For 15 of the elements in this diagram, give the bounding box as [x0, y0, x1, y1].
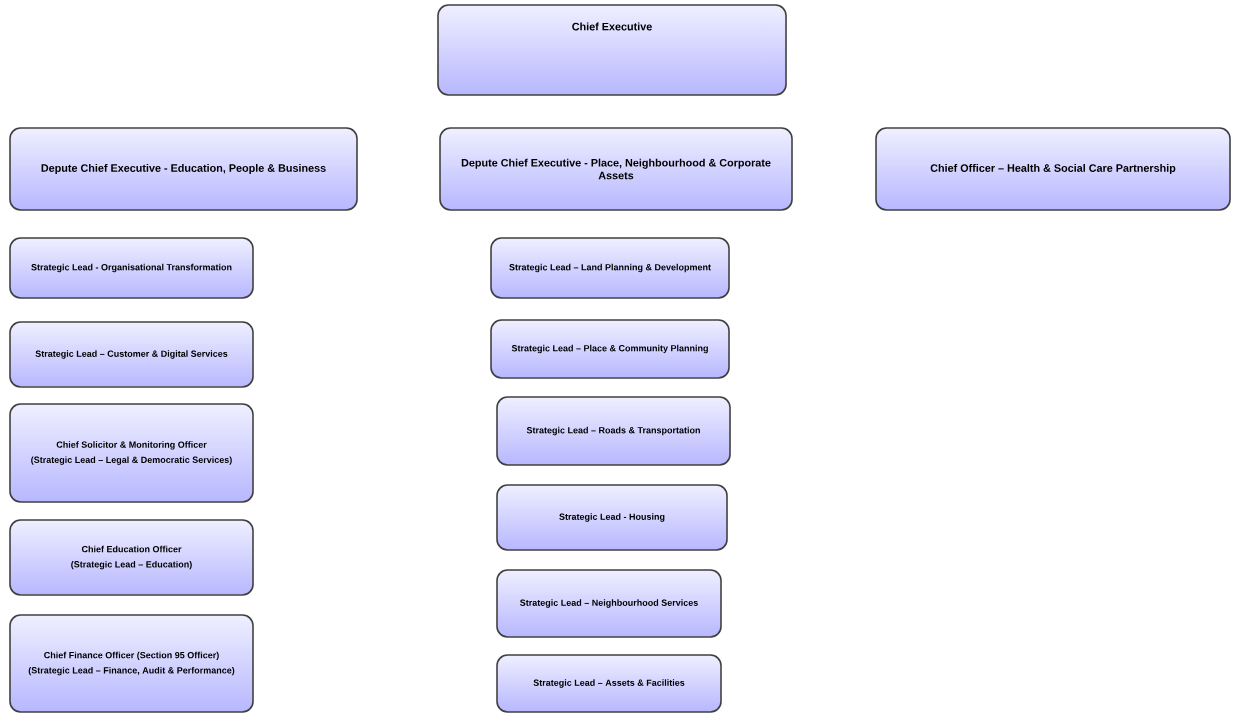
lead-box: Strategic Lead – Customer & Digital Services: [9, 321, 254, 388]
director-box: Depute Chief Executive - Place, Neighbourhood & Corporate Assets: [439, 127, 793, 211]
director-box: Depute Chief Executive - Education, People & Business: [9, 127, 358, 211]
lead-box: Strategic Lead - Organisational Transformation: [9, 237, 254, 299]
director-box: Chief Officer – Health & Social Care Partnership: [875, 127, 1231, 211]
lead-box: Strategic Lead - Housing: [496, 484, 728, 551]
executive-box: Chief Executive: [437, 4, 787, 96]
lead-box: Chief Education Officer (Strategic Lead – Education): [9, 519, 254, 596]
lead-box: Chief Solicitor & Monitoring Officer (Strategic Lead – Legal & Democratic Services): [9, 403, 254, 503]
lead-box: Strategic Lead – Roads & Transportation: [496, 396, 731, 466]
lead-box: Strategic Lead – Place & Community Planning: [490, 319, 730, 379]
lead-box: Strategic Lead – Neighbourhood Services: [496, 569, 722, 638]
lead-box: Chief Finance Officer (Section 95 Officer) (Strategic Lead – Finance, Audit & Performance): [9, 614, 254, 713]
lead-box: Strategic Lead – Land Planning & Development: [490, 237, 730, 299]
lead-box: Strategic Lead – Assets & Facilities: [496, 654, 722, 713]
